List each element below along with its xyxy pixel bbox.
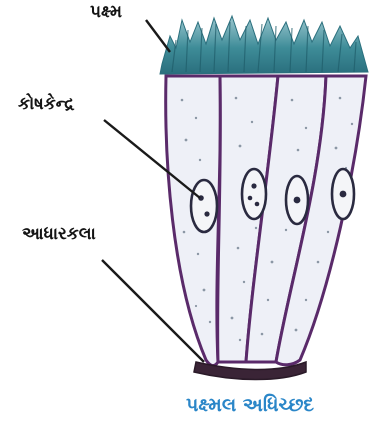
- basement-membrane-label: આધારકલા: [22, 224, 96, 244]
- cilia-pointer: [146, 20, 170, 52]
- nucleus-1: [191, 180, 217, 232]
- figure-caption: પક્ષ્મલ અધિચ્છદ: [186, 394, 314, 416]
- nucleus-label: કોષકેન્દ્ર: [18, 94, 74, 114]
- cilia-label: પક્ષ્મ: [90, 2, 122, 22]
- nucleus-2: [242, 169, 266, 219]
- cilia-layer: [160, 16, 368, 74]
